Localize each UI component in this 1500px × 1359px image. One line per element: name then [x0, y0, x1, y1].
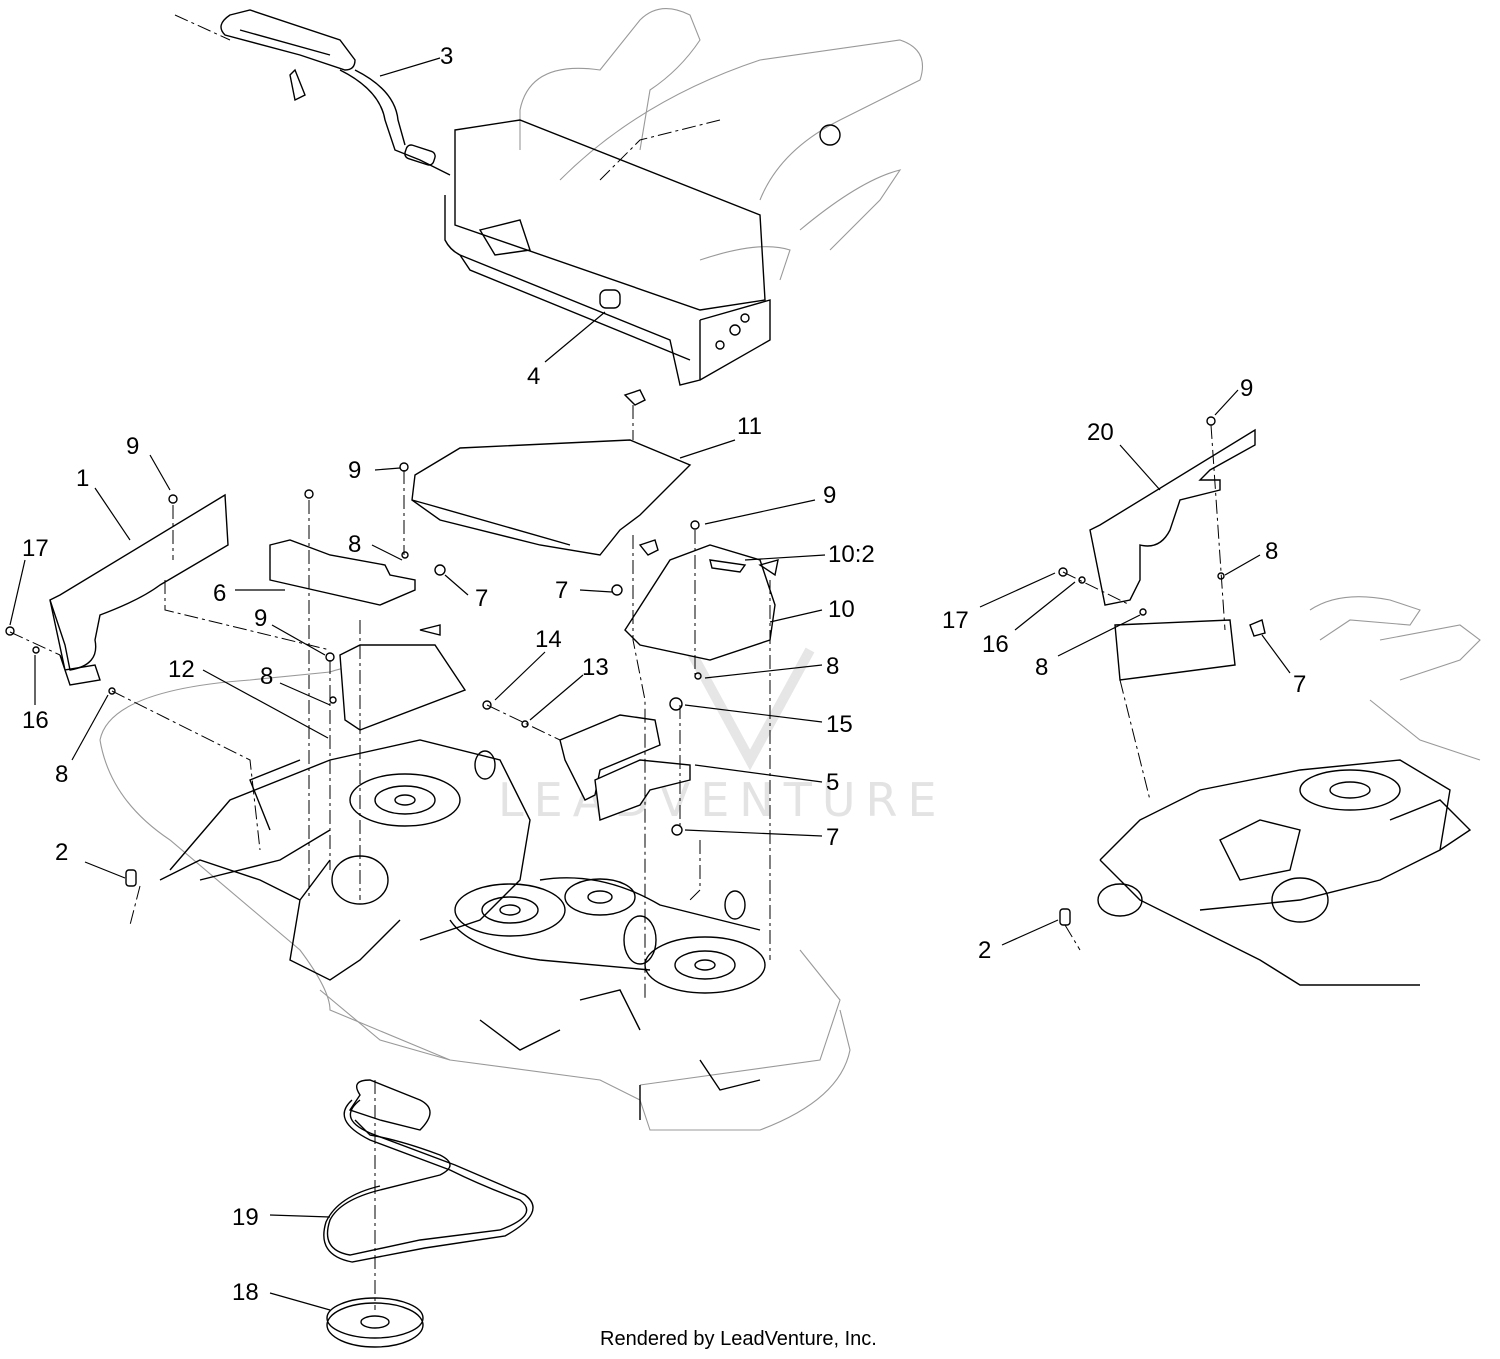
- callout-2: 2: [978, 937, 991, 964]
- hand-lever: [174, 9, 451, 176]
- callout-9: 9: [254, 605, 267, 632]
- callout-14: 14: [535, 626, 562, 653]
- leader-lines: [9, 57, 1291, 1311]
- fasteners: [5, 389, 779, 887]
- center-top-cover: [411, 439, 692, 556]
- callout-15: 15: [826, 711, 853, 738]
- right-bracket-10: [624, 544, 776, 661]
- watermark-text: LEADVENTURE: [498, 773, 947, 827]
- callout-17: 17: [942, 607, 969, 634]
- watermark: LEADVENTURE: [498, 647, 947, 827]
- callout-16: 16: [982, 631, 1009, 658]
- right-deck-view: [1058, 416, 1481, 986]
- callout-12: 12: [168, 656, 195, 683]
- callout-19: 19: [232, 1204, 259, 1231]
- callout-7: 7: [555, 577, 568, 604]
- callout-7: 7: [1293, 671, 1306, 698]
- frame-assembly: [444, 8, 924, 386]
- bracket-5: [559, 697, 691, 821]
- callout-8: 8: [826, 653, 839, 680]
- callout-7: 7: [826, 824, 839, 851]
- callout-9: 9: [823, 482, 836, 509]
- mower-deck: [99, 659, 851, 1131]
- callout-7: 7: [475, 585, 488, 612]
- callout-3: 3: [440, 43, 453, 70]
- callout-labels: 3 4 9 1 17 16 8 9 11 9 8 6 7 9 12 8 7 10…: [22, 43, 1306, 1306]
- footer-credit: Rendered by LeadVenture, Inc.: [600, 1328, 877, 1350]
- callout-18: 18: [232, 1279, 259, 1306]
- left-belt-cover: [49, 493, 229, 686]
- callout-8: 8: [348, 531, 361, 558]
- callout-9: 9: [1240, 375, 1253, 402]
- callout-10-2: 10:2: [828, 541, 875, 568]
- left-lower-bracket: [339, 644, 467, 731]
- callout-20: 20: [1087, 419, 1114, 446]
- left-bracket-6: [269, 539, 416, 606]
- callout-8: 8: [55, 761, 68, 788]
- pulley: [326, 1297, 424, 1348]
- callout-5: 5: [826, 769, 839, 796]
- callout-8: 8: [260, 663, 273, 690]
- callout-17: 17: [22, 535, 49, 562]
- callout-16: 16: [22, 707, 49, 734]
- callout-6: 6: [213, 580, 226, 607]
- callout-10: 10: [828, 596, 855, 623]
- callout-11: 11: [737, 413, 762, 440]
- callout-4: 4: [527, 363, 540, 390]
- callout-9: 9: [348, 457, 361, 484]
- callout-2: 2: [55, 839, 68, 866]
- callout-13: 13: [582, 654, 609, 681]
- assembly-lines: [9, 405, 771, 1310]
- callout-1: 1: [76, 465, 89, 492]
- belt: [323, 1079, 534, 1263]
- callout-8: 8: [1035, 654, 1048, 681]
- callout-8: 8: [1265, 538, 1278, 565]
- callout-9: 9: [126, 433, 139, 460]
